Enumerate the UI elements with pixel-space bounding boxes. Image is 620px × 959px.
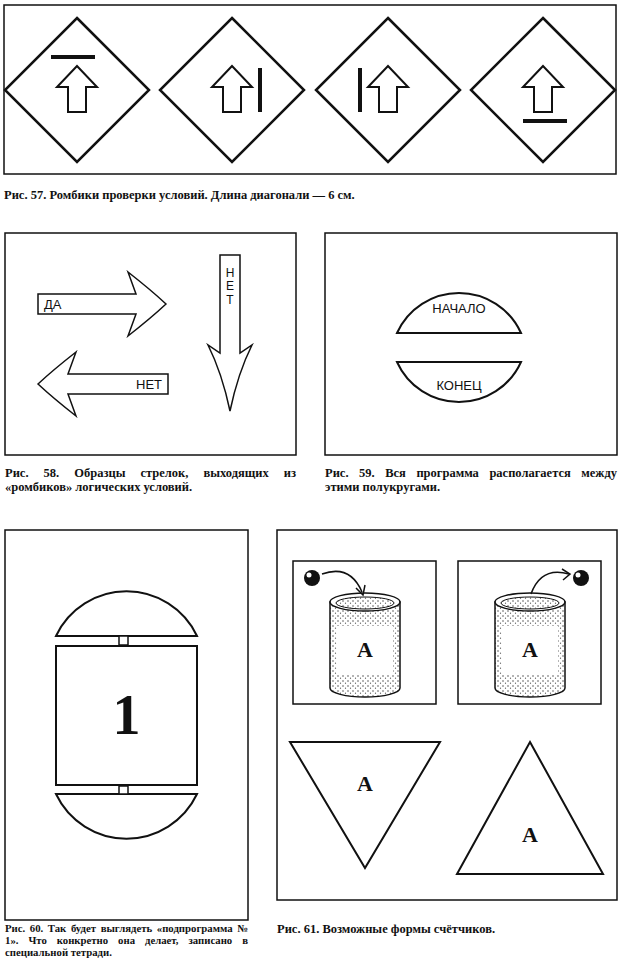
node-text: НЕТ xyxy=(224,267,236,307)
condition-diamond xyxy=(160,18,304,162)
diamond-outline xyxy=(471,18,615,162)
counter-triangle: А xyxy=(288,740,442,870)
node-text: НАЧАЛО xyxy=(432,302,485,315)
end-semicircle: КОНЕЦ xyxy=(396,361,522,425)
ball-highlight xyxy=(576,573,581,578)
node-text: ДА xyxy=(44,298,61,311)
node-text: А xyxy=(357,639,373,661)
condition-diamond xyxy=(5,18,149,162)
node-text: А xyxy=(357,773,373,795)
text-region: КОНЕЦ xyxy=(406,373,512,397)
node-text: А xyxy=(522,639,538,661)
yes-arrow: ДА xyxy=(36,268,168,340)
arrow-outline xyxy=(208,255,252,411)
text-region: НЕТ xyxy=(221,257,239,317)
node-text: А xyxy=(522,824,538,846)
figure-caption: Рис. 59. Вся программа располагается меж… xyxy=(325,466,617,494)
figure-caption: Рис. 58. Образцы стрелок, выходящих из «… xyxy=(5,466,296,494)
arrow-outline xyxy=(38,352,168,416)
arrow-head xyxy=(562,569,570,580)
hollow-arrow xyxy=(523,66,563,112)
box-outline xyxy=(56,646,197,785)
condition-bar xyxy=(51,55,95,59)
counter-frame xyxy=(458,561,601,704)
text-region: НАЧАЛО xyxy=(406,296,512,320)
counter-triangle: А xyxy=(455,740,605,876)
condition-bar xyxy=(523,119,567,123)
letter-patch xyxy=(337,626,393,674)
cylinder-body xyxy=(495,602,565,697)
node-text: НЕТ xyxy=(136,378,162,391)
figure-caption: Рис. 57. Ромбики проверки условий. Длина… xyxy=(4,188,616,202)
text-region: А xyxy=(338,628,392,672)
node-shape xyxy=(288,740,442,870)
cylinder-opening xyxy=(501,597,559,609)
panel-frame xyxy=(5,530,248,920)
condition-bar xyxy=(358,68,362,112)
node-shape xyxy=(455,740,605,876)
cylinder-opening xyxy=(336,597,394,609)
move-arrow xyxy=(531,572,569,594)
semicircle-outline xyxy=(397,293,521,333)
panel-frame xyxy=(4,5,616,174)
figure-caption: Рис. 60. Так будет выглядеть «подпрограм… xyxy=(5,922,248,958)
text-region: НЕТ xyxy=(69,375,167,393)
no-arrow: НЕТ xyxy=(36,350,170,418)
subprogram-box: 1 xyxy=(55,645,198,786)
text-region: ДА xyxy=(39,295,135,313)
node-shape xyxy=(457,560,602,705)
cylinder-rim xyxy=(330,593,400,611)
hollow-arrow xyxy=(212,66,252,112)
ball-highlight xyxy=(307,573,312,578)
node-shape xyxy=(396,361,522,425)
node-text: КОНЕЦ xyxy=(436,379,481,392)
condition-bar xyxy=(258,68,262,112)
condition-diamond xyxy=(316,18,460,162)
hollow-arrow xyxy=(57,66,97,112)
triangle-outline xyxy=(290,742,440,868)
counter-cylinder: А xyxy=(292,560,437,705)
diamond-outline xyxy=(316,18,460,162)
triangle-outline xyxy=(457,742,603,874)
link-piece xyxy=(119,786,128,794)
diamond-outline xyxy=(5,18,149,162)
text-region: А xyxy=(505,812,555,858)
end-semicircle xyxy=(56,794,197,839)
text-region: 1 xyxy=(63,665,190,765)
start-semicircle xyxy=(56,591,197,636)
panel-frame xyxy=(277,530,617,900)
condition-diamond xyxy=(471,18,615,162)
cylinder-rim xyxy=(495,593,565,611)
hollow-arrow xyxy=(368,66,408,112)
node-shape xyxy=(292,560,437,705)
arrow-head xyxy=(356,585,365,595)
ball xyxy=(573,570,589,586)
panel-frame xyxy=(5,233,296,455)
counter-frame xyxy=(293,561,436,704)
link-piece xyxy=(119,636,128,645)
text-region: А xyxy=(503,628,557,672)
letter-patch xyxy=(502,626,558,674)
panel-frame xyxy=(325,233,617,455)
node-text: 1 xyxy=(113,687,141,743)
cylinder-body xyxy=(330,602,400,697)
no-arrow: НЕТ xyxy=(204,253,256,413)
text-region: А xyxy=(340,762,390,806)
start-semicircle: НАЧАЛО xyxy=(396,270,522,334)
arrow-outline xyxy=(38,272,166,336)
counter-cylinder: А xyxy=(457,560,602,705)
figure-caption: Рис. 61. Возможные формы счётчиков. xyxy=(277,922,617,936)
ball xyxy=(304,570,320,586)
diamond-outline xyxy=(160,18,304,162)
semicircle-outline xyxy=(397,362,521,402)
